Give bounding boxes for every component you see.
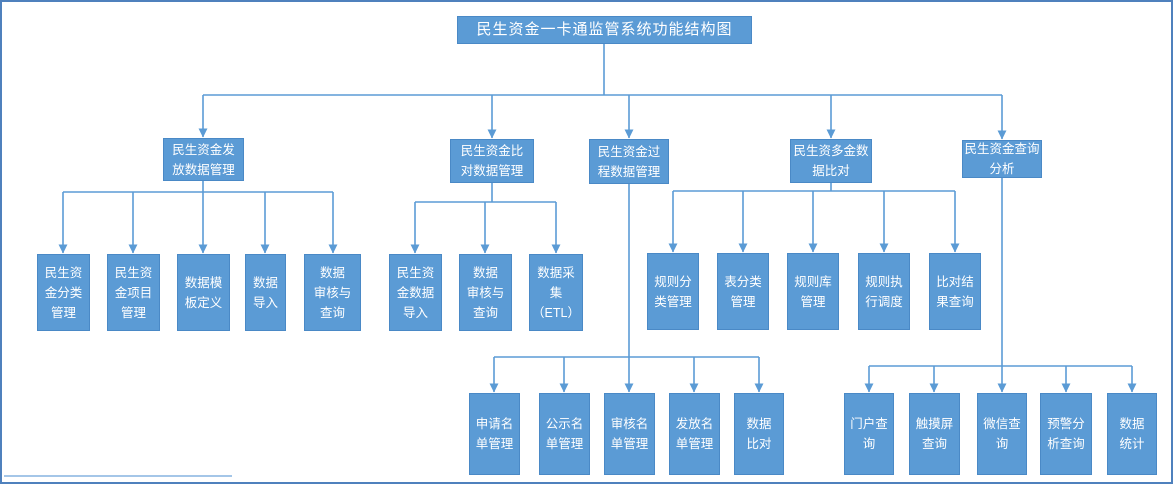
node-branch-multi-data-compare: 民生资多金数 据比对 — [790, 139, 872, 183]
node-leaf-audit-list-mgmt: 审核名 单管理 — [604, 393, 655, 475]
node-leaf-data-compare: 数据 比对 — [734, 393, 784, 475]
node-leaf-table-category-mgmt: 表分类 管理 — [717, 253, 769, 330]
node-leaf-data-audit-query-1: 数据 审核与 查询 — [304, 254, 361, 331]
node-leaf-warning-analysis-query: 预警分 析查询 — [1040, 393, 1092, 475]
node-leaf-rule-category-mgmt: 规则分 类管理 — [647, 253, 699, 330]
node-leaf-compare-result-query: 比对结 果查询 — [929, 253, 981, 330]
node-leaf-publicity-list-mgmt: 公示名 单管理 — [539, 393, 590, 475]
node-leaf-data-audit-query-2: 数据 审核与 查询 — [459, 254, 512, 331]
node-leaf-portal-query: 门户查 询 — [844, 393, 894, 475]
node-branch-process-data-mgmt: 民生资金过 程数据管理 — [589, 139, 669, 184]
node-branch-query-analysis: 民生资金查询 分析 — [962, 140, 1042, 178]
node-root-title: 民生资金一卡通监管系统功能结构图 — [457, 16, 752, 44]
node-leaf-data-statistics: 数据 统计 — [1107, 393, 1157, 475]
node-leaf-fund-project-mgmt: 民生资 金项目 管理 — [107, 254, 160, 331]
node-leaf-fund-data-import: 民生资 金数据 导入 — [389, 254, 442, 331]
node-leaf-rule-library-mgmt: 规则库 管理 — [787, 253, 839, 330]
node-leaf-touchscreen-query: 触摸屏 查询 — [909, 393, 960, 475]
node-branch-release-data-mgmt: 民生资金发 放数据管理 — [163, 138, 244, 181]
node-leaf-data-template-define: 数据模 板定义 — [177, 254, 230, 331]
node-leaf-data-import: 数据 导入 — [245, 254, 286, 331]
node-leaf-release-list-mgmt: 发放名 单管理 — [669, 393, 720, 475]
node-leaf-data-collect-etl: 数据采 集 （ETL） — [529, 254, 583, 331]
node-leaf-apply-list-mgmt: 申请名 单管理 — [469, 393, 520, 475]
node-leaf-wechat-query: 微信查 询 — [977, 393, 1027, 475]
node-branch-compare-data-mgmt: 民生资金比 对数据管理 — [450, 139, 534, 183]
node-leaf-rule-exec-schedule: 规则执 行调度 — [858, 253, 910, 330]
node-leaf-fund-category-mgmt: 民生资 金分类 管理 — [37, 254, 90, 331]
